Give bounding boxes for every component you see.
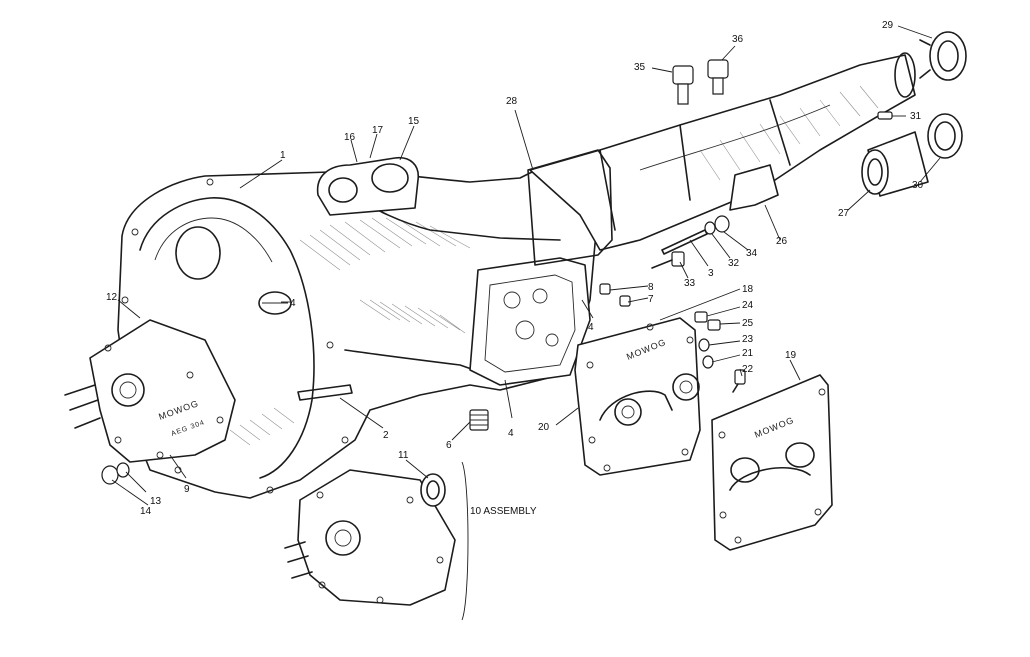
callout-2: 2 (383, 430, 389, 441)
callout-8: 8 (648, 282, 654, 293)
callout-3: 3 (708, 268, 714, 279)
front-cover-9: MOWOG AEG 304 (64, 319, 236, 463)
callout-30: 30 (912, 180, 924, 191)
callout-4-casing: 4 (508, 428, 514, 439)
callout-23: 23 (742, 334, 754, 345)
bush-27 (861, 131, 929, 197)
callout-20: 20 (538, 422, 550, 433)
washer-32 (704, 221, 716, 235)
callout-10-assembly: 10 ASSEMBLY (470, 506, 537, 517)
nut-14 (101, 465, 119, 485)
callout-32: 32 (728, 258, 740, 269)
callout-14: 14 (140, 506, 152, 517)
leader-lines (111, 25, 941, 506)
top-cover-19: MOWOG (711, 374, 833, 551)
callout-29: 29 (882, 20, 894, 31)
dowel-31 (877, 111, 893, 120)
callout-25: 25 (742, 318, 754, 329)
rear-extension-housing (527, 52, 916, 266)
bolt-25 (707, 319, 721, 331)
callout-1: 1 (280, 150, 286, 161)
bolt-33 (651, 251, 685, 269)
callout-31: 31 (910, 111, 922, 122)
callout-21: 21 (742, 348, 754, 359)
callout-4-flange: 4 (588, 322, 594, 333)
bolt-35 (672, 65, 694, 105)
callout-labels: 1 2 3 4 4 4 6 7 8 9 10 ASSEMBLY 11 12 13… (106, 20, 924, 517)
callout-26: 26 (776, 236, 788, 247)
callout-24: 24 (742, 300, 754, 311)
rear-seal-29 (919, 31, 967, 81)
side-cover-20: MOWOG (574, 317, 701, 476)
washer-13 (116, 462, 130, 478)
callout-36: 36 (732, 34, 744, 45)
callout-4-window: 4 (290, 298, 296, 309)
front-cover-assembly-10 (284, 469, 456, 606)
callout-19: 19 (785, 350, 797, 361)
oil-seal-30 (927, 113, 963, 159)
callout-9: 9 (184, 484, 190, 495)
stud-3 (661, 229, 708, 255)
callout-17: 17 (372, 125, 384, 136)
bolt-24 (694, 311, 708, 323)
bolt-8 (599, 283, 611, 295)
callout-27: 27 (838, 208, 850, 219)
callout-6: 6 (446, 440, 452, 451)
assembly-bracket (461, 461, 469, 621)
washer-21 (702, 355, 714, 369)
callout-33: 33 (684, 278, 696, 289)
oil-seal-11 (420, 473, 446, 507)
callout-34: 34 (746, 248, 758, 259)
washer-23 (698, 338, 710, 352)
callout-13: 13 (150, 496, 162, 507)
callout-22: 22 (742, 364, 754, 375)
callout-7: 7 (648, 294, 654, 305)
callout-18: 18 (742, 284, 754, 295)
callout-15: 15 (408, 116, 420, 127)
bolt-36 (707, 59, 729, 95)
callout-28: 28 (506, 96, 518, 107)
nut-34 (714, 215, 730, 233)
callout-12: 12 (106, 292, 118, 303)
bolt-7 (619, 295, 631, 307)
callout-11: 11 (398, 450, 409, 461)
callout-35: 35 (634, 62, 646, 73)
callout-16: 16 (344, 132, 356, 143)
